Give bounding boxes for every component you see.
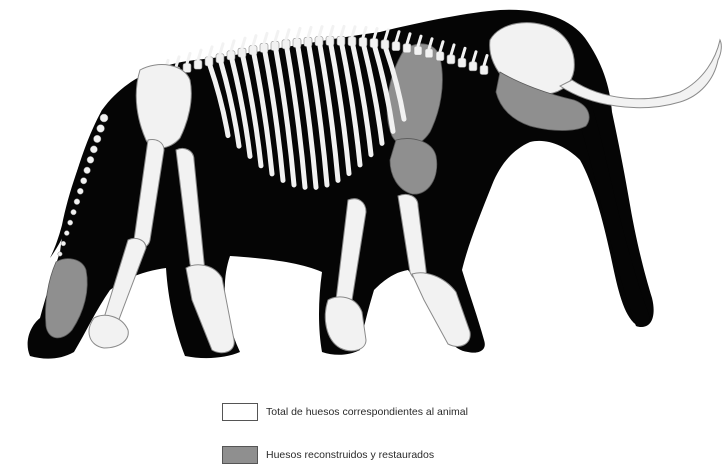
spinous-process bbox=[341, 26, 344, 36]
tail-vertebra bbox=[81, 178, 87, 184]
spinous-process bbox=[220, 44, 223, 54]
spinous-process bbox=[242, 38, 245, 48]
legend-swatch-grey bbox=[222, 446, 258, 464]
spinous-process bbox=[275, 31, 278, 41]
tail-vertebra bbox=[71, 209, 77, 215]
spinous-process bbox=[330, 26, 333, 36]
tail-vertebra bbox=[84, 167, 91, 174]
hind-foot bbox=[89, 315, 128, 348]
tail-vertebra bbox=[77, 188, 83, 194]
spinous-process bbox=[209, 47, 212, 57]
tail-vertebra bbox=[94, 135, 101, 142]
tail-vertebra bbox=[100, 114, 108, 122]
spinous-process bbox=[231, 41, 234, 51]
spinous-process bbox=[264, 33, 267, 43]
tail-vertebra bbox=[68, 220, 73, 225]
tail-vertebra bbox=[58, 252, 62, 256]
tail-vertebra bbox=[87, 156, 94, 163]
tail-vertebra bbox=[64, 231, 69, 236]
spinous-process bbox=[286, 30, 289, 40]
spinous-process bbox=[297, 28, 300, 38]
legend-item-total-bones: Total de huesos correspondientes al anim… bbox=[222, 403, 468, 421]
legend: Total de huesos correspondientes al anim… bbox=[222, 403, 522, 465]
tail-vertebra bbox=[74, 199, 80, 205]
spinous-process bbox=[198, 50, 201, 60]
legend-item-reconstructed: Huesos reconstruidos y restaurados bbox=[222, 446, 434, 464]
spinous-process bbox=[308, 27, 311, 37]
tail-vertebra bbox=[97, 125, 105, 133]
spinous-process bbox=[253, 36, 256, 46]
legend-label-reconstructed: Huesos reconstruidos y restaurados bbox=[266, 449, 434, 461]
legend-label-total-bones: Total de huesos correspondientes al anim… bbox=[266, 406, 468, 418]
spinous-process bbox=[319, 27, 322, 37]
mammoth-skeleton-figure bbox=[0, 0, 724, 400]
legend-swatch-white bbox=[222, 403, 258, 421]
spinous-process bbox=[352, 27, 355, 37]
tail-vertebra bbox=[61, 241, 66, 246]
tail-vertebra bbox=[90, 146, 97, 153]
